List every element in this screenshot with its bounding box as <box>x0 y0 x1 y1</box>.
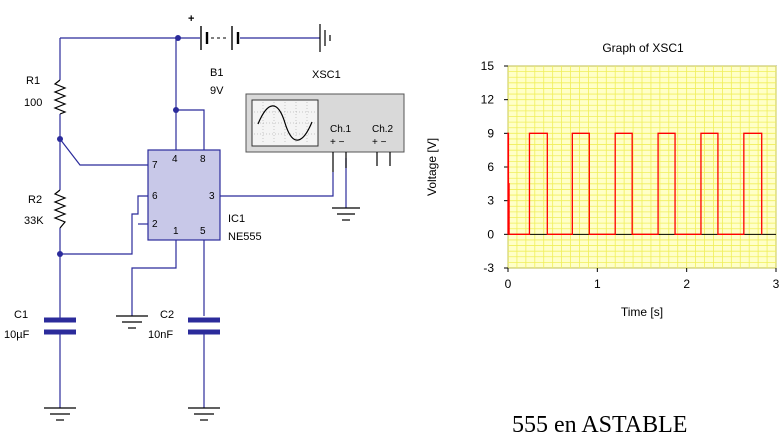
chart-x-axis-label: Time [s] <box>621 305 663 319</box>
ground-symbol <box>44 407 76 421</box>
battery-b1-value: 9V <box>210 85 224 97</box>
battery-b1-ref: B1 <box>210 67 223 79</box>
resistor-r1[interactable]: R1 100 <box>24 75 67 115</box>
chart-x-tick-label: 2 <box>683 277 690 291</box>
ic1-ne555[interactable]: 7 4 8 6 3 2 1 5 IC1 NE555 <box>147 149 262 243</box>
junction-dot <box>173 107 179 113</box>
ic1-body <box>147 149 221 241</box>
junction-dot <box>57 136 63 142</box>
resistor-r1-symbol <box>53 79 67 115</box>
oscilloscope-ref: XSC1 <box>312 69 341 81</box>
page-caption: 555 en ASTABLE <box>512 412 688 438</box>
resistor-r1-ref: R1 <box>26 75 40 87</box>
ic1-pin-label: 7 <box>152 160 158 171</box>
chart-x-tick-label: 3 <box>773 277 780 291</box>
capacitor-c2-value: 10nF <box>148 329 173 341</box>
capacitor-c1-value: 10µF <box>4 329 30 341</box>
chart-x-tick-label: 0 <box>505 277 512 291</box>
capacitor-c1[interactable]: C1 10µF <box>4 309 76 341</box>
ic1-pin-label: 5 <box>200 226 206 237</box>
battery-plus-sign: + <box>188 13 194 25</box>
ic1-pin-label: 8 <box>200 154 206 165</box>
junction-dot <box>57 251 63 257</box>
resistor-r2-value: 33K <box>24 215 44 227</box>
capacitor-c2-ref: C2 <box>160 309 174 321</box>
oscilloscope-ch2-polarity: + − <box>372 137 387 148</box>
ic1-pin-label: 2 <box>152 219 158 230</box>
chart-y-tick-label: 9 <box>487 126 494 140</box>
battery-b1[interactable]: + B1 9V <box>178 13 240 97</box>
ic1-pin-label: 4 <box>172 154 178 165</box>
chart-series-line <box>507 132 763 235</box>
capacitor-c1-ref: C1 <box>14 309 28 321</box>
chart-y-tick-label: 6 <box>487 160 494 174</box>
chart-x-tick-label: 1 <box>594 277 601 291</box>
wire-pin3-scope <box>220 172 334 197</box>
ground-symbol <box>332 207 360 221</box>
resistor-r1-value: 100 <box>24 97 42 109</box>
ic1-value: NE555 <box>228 231 262 243</box>
oscilloscope-ch1-polarity: + − <box>330 137 345 148</box>
oscilloscope-ch1-label: Ch.1 <box>330 124 352 135</box>
ground-symbol <box>116 315 148 329</box>
ground-symbol-battery <box>319 24 331 52</box>
resistor-r2-ref: R2 <box>28 194 42 206</box>
ground-symbol <box>188 407 220 421</box>
wire-pin1-gnd <box>131 240 177 316</box>
oscilloscope-ch2-label: Ch.2 <box>372 124 394 135</box>
chart-y-tick-label: 0 <box>487 227 494 241</box>
chart-y-tick-label: -3 <box>483 261 494 275</box>
chart-y-tick-label: 3 <box>487 194 494 208</box>
ic1-ref: IC1 <box>228 213 245 225</box>
ic1-pin-label: 6 <box>152 191 158 202</box>
ic1-pin-label: 1 <box>173 226 179 237</box>
capacitor-c2[interactable]: C2 10nF <box>148 309 220 341</box>
wire-pin7-node <box>59 138 148 166</box>
ic1-pin-label: 3 <box>209 191 215 202</box>
wire-pin6 <box>60 195 148 255</box>
ground-symbols <box>44 207 360 421</box>
wire-pin8 <box>176 109 205 150</box>
oscilloscope-xsc1[interactable]: XSC1 Ch.1 Ch.2 + − + − <box>245 69 405 172</box>
resistor-r2[interactable]: R2 33K <box>24 189 67 229</box>
chart-title: Graph of XSC1 <box>602 41 684 55</box>
chart-y-axis-label: Voltage [V] <box>425 138 439 196</box>
chart-y-tick-label: 15 <box>481 59 495 73</box>
schematic <box>59 37 347 408</box>
chart-y-tick-label: 12 <box>481 93 495 107</box>
oscilloscope-sine-wave <box>257 105 313 141</box>
resistor-r2-symbol <box>53 189 67 229</box>
